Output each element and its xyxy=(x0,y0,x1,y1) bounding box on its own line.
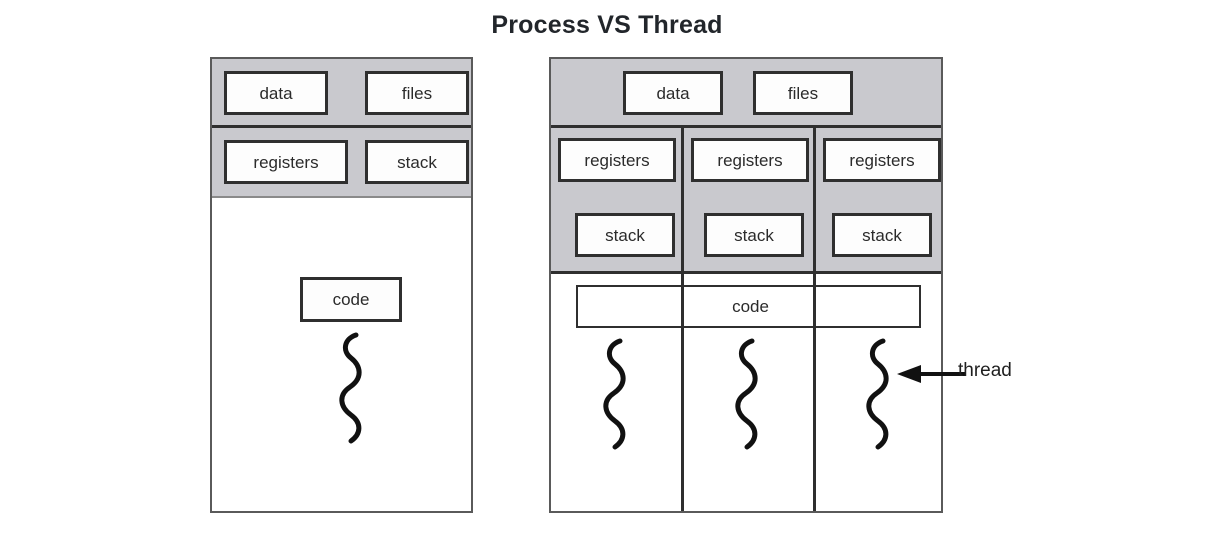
per-thread-context-band: registers stack registers stack register… xyxy=(551,128,941,273)
shared-resources-band: data files xyxy=(212,59,471,127)
registers-box-label: registers xyxy=(717,150,783,170)
thread-squiggle-1 xyxy=(334,331,370,446)
files-box-label: files xyxy=(787,83,819,103)
thread-squiggle-2 xyxy=(730,337,766,452)
registers-box-thread-1: registers xyxy=(558,138,676,182)
thread-column-divider-1 xyxy=(681,127,684,511)
stack-box-label: stack xyxy=(605,225,645,245)
thread-context-band: registers stack xyxy=(212,128,471,198)
files-box: files xyxy=(365,71,469,115)
stack-box-label: stack xyxy=(862,225,902,245)
stack-box-thread-1: stack xyxy=(575,213,675,257)
registers-box-thread-3: registers xyxy=(823,138,941,182)
left-arrow-icon xyxy=(895,362,967,391)
stack-box-thread-2: stack xyxy=(704,213,804,257)
data-box: data xyxy=(623,71,723,115)
thread-column-divider-2 xyxy=(813,127,816,511)
registers-box-label: registers xyxy=(849,150,915,170)
files-box-label: files xyxy=(401,83,433,103)
stack-box-thread-3: stack xyxy=(832,213,932,257)
shared-resources-band: data files xyxy=(551,59,941,127)
registers-box-thread-2: registers xyxy=(691,138,809,182)
stack-box-label: stack xyxy=(397,152,437,172)
code-box: code xyxy=(576,285,921,328)
code-box-label: code xyxy=(732,297,769,316)
code-box-label: code xyxy=(332,290,370,309)
thread-label: thread xyxy=(958,360,1012,381)
stack-box: stack xyxy=(365,140,469,184)
data-box-label: data xyxy=(656,83,690,103)
single-threaded-process-diagram: data files registers stack code xyxy=(210,57,473,513)
code-box: code xyxy=(300,277,402,322)
band-divider xyxy=(551,125,941,128)
files-box: files xyxy=(753,71,853,115)
thread-squiggle-1 xyxy=(598,337,634,452)
multithreaded-process-diagram: data files registers stack registers sta… xyxy=(549,57,943,513)
registers-box: registers xyxy=(224,140,348,184)
registers-box-label: registers xyxy=(584,150,650,170)
data-box-label: data xyxy=(259,83,293,103)
thread-squiggle-3 xyxy=(861,337,897,452)
band-bottom-divider xyxy=(212,196,471,198)
stack-box-label: stack xyxy=(734,225,774,245)
registers-box-label: registers xyxy=(253,152,319,172)
band-bottom-divider xyxy=(551,271,941,274)
data-box: data xyxy=(224,71,328,115)
page-title: Process VS Thread xyxy=(491,11,723,39)
band-divider xyxy=(212,125,471,128)
